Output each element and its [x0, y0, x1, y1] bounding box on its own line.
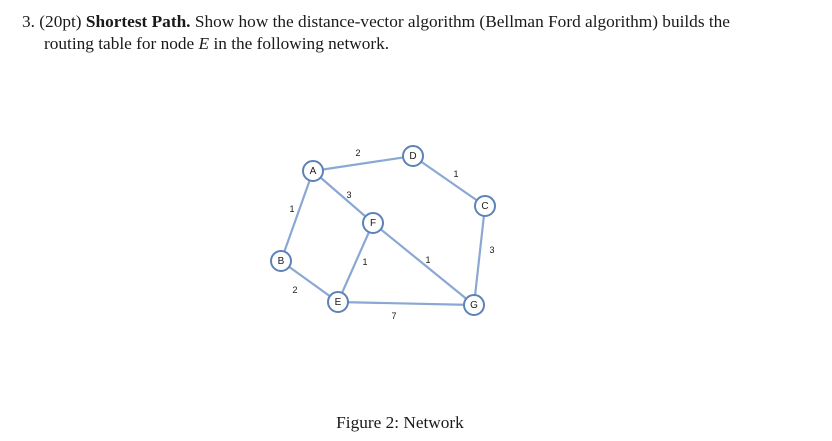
edge-c-g [472, 204, 487, 307]
question-node-var: E [198, 34, 210, 53]
node-circle-g [463, 294, 485, 316]
edge-weight-b-e: 2 [292, 285, 297, 295]
question-points: (20pt) [39, 12, 82, 31]
question-text-b: routing table for node [44, 34, 195, 53]
node-label-d: D [409, 151, 416, 162]
node-g: G [463, 294, 485, 316]
node-c: C [474, 195, 496, 217]
node-f: F [362, 212, 384, 234]
edge-weight-a-b: 1 [289, 204, 294, 214]
node-circle-e [327, 291, 349, 313]
question-text: 3. (20pt) Shortest Path. Show how the di… [22, 11, 812, 55]
node-circle-b [270, 250, 292, 272]
question-number: 3. [22, 12, 35, 31]
edge-b-e [279, 259, 340, 304]
node-label-e: E [335, 297, 342, 308]
node-circle-c [474, 195, 496, 217]
node-b: B [270, 250, 292, 272]
edge-weight-f-g: 1 [425, 255, 430, 265]
edge-weight-a-f: 3 [346, 190, 351, 200]
edge-weight-e-g: 7 [391, 311, 396, 321]
node-circle-d [402, 145, 424, 167]
node-label-f: F [370, 218, 376, 229]
question-line-1: 3. (20pt) Shortest Path. Show how the di… [22, 11, 812, 33]
node-label-c: C [481, 201, 488, 212]
node-label-a: A [310, 166, 317, 177]
question-line-2: routing table for node E in the followin… [22, 33, 812, 55]
edge-f-g [371, 221, 476, 307]
question-text-a: Show how the distance-vector algorithm (… [194, 12, 730, 31]
edge-weight-d-c: 1 [453, 169, 458, 179]
edge-a-d [311, 154, 415, 173]
node-e: E [327, 291, 349, 313]
figure-caption: Figure 2: Network [0, 413, 832, 433]
node-label-b: B [278, 256, 285, 267]
edge-f-e [336, 221, 375, 304]
edge-weight-c-g: 3 [489, 245, 494, 255]
question-text-c: in the following network. [213, 34, 390, 53]
node-circle-f [362, 212, 384, 234]
node-label-g: G [470, 300, 478, 311]
edge-a-f [311, 169, 375, 225]
edge-d-c [411, 154, 487, 208]
figure-caption-text: Figure 2: Network [336, 413, 464, 432]
node-circle-a [302, 160, 324, 182]
edge-weight-a-d: 2 [355, 148, 360, 158]
node-a: A [302, 160, 324, 182]
question-title: Shortest Path. [85, 12, 191, 31]
edge-a-b [279, 169, 315, 263]
node-d: D [402, 145, 424, 167]
edge-e-g [336, 300, 476, 307]
edge-weight-f-e: 1 [362, 257, 367, 267]
